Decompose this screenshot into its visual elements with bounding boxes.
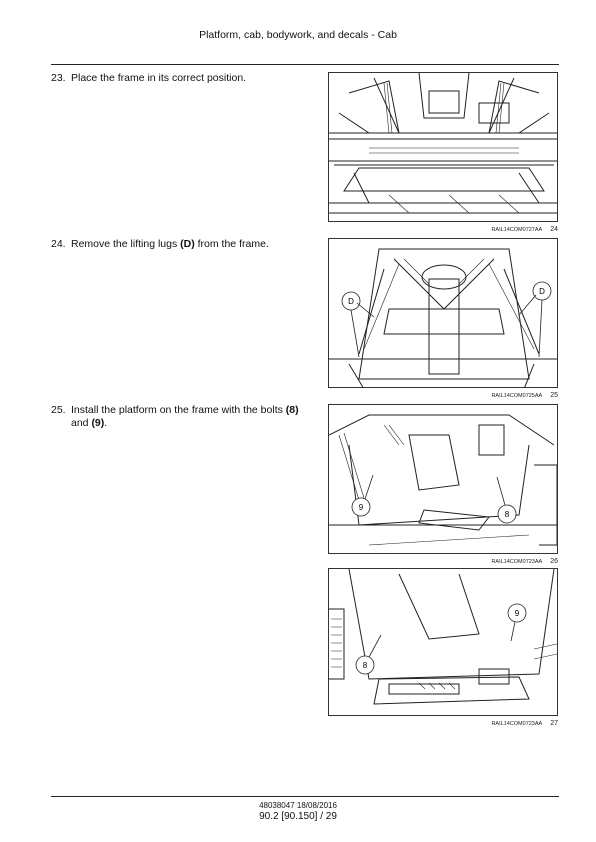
figure-24-caption: RAIL14COM0727AA 24 [328,226,558,233]
step-text-bold: (D) [180,238,195,250]
figure-code: RAIL14COM0723AA [491,721,543,727]
callout-d-right [518,281,552,358]
step-text-bold: (8) [285,404,299,416]
footer-rule [51,796,559,797]
step-number: 23. [51,72,66,84]
callout-label: 8 [505,510,510,519]
figure-25-caption: RAIL14COM0725AA 25 [328,392,558,399]
lifting-lugs-drawing: D D [329,248,557,387]
callout-label: D [539,287,545,296]
figure-25-illustration: D D [328,238,558,388]
figure-27-caption: RAIL14COM0723AA 27 [328,720,558,727]
figure-number: 27 [550,720,558,727]
figure-26-illustration: 9 8 [328,404,558,554]
callout-d-left [341,291,375,358]
frame-positioning-drawing [329,73,557,214]
callout-label: 9 [515,609,520,618]
step-text-part: and [71,417,92,429]
callout-9 [351,474,374,517]
step-text-part: Install the platform on the frame with t… [71,404,286,416]
platform-bolts-drawing-2: 9 8 [329,569,557,705]
callout-label: D [348,297,354,306]
step-text-part: Remove the lifting lugs [71,238,181,250]
footer-doc-ref: 48038047 18/08/2016 [259,801,337,810]
step-text-bold: (9) [91,417,105,429]
callout-label: 9 [359,503,364,512]
page-header: Platform, cab, bodywork, and decals - Ca… [199,29,397,41]
callout-8 [355,634,382,675]
figure-code: RAIL14COM0727AA [491,227,543,233]
figure-number: 24 [550,226,558,233]
figure-code: RAIL14COM0725AA [491,393,543,399]
figure-number: 25 [550,392,558,399]
step-text: Install the platform on the frame with t… [71,404,311,430]
callout-8 [496,476,517,524]
figure-27-illustration: 9 8 [328,568,558,716]
figure-number: 26 [550,558,558,565]
step-number: 25. [51,404,66,416]
step-text-part: from the frame. [194,238,269,250]
step-25: 25. Install the platform on the frame wit… [51,404,319,430]
header-rule [51,64,559,65]
figure-26-caption: RAIL14COM0723AA 26 [328,558,558,565]
platform-bolts-drawing-1: 9 8 [329,414,557,546]
figure-code: RAIL14COM0723AA [491,559,543,565]
footer-page-number: 90.2 [90.150] / 29 [259,811,337,822]
step-number: 24. [51,238,66,250]
callout-9 [507,603,527,642]
figure-24-illustration [328,72,558,222]
step-text-part: . [104,417,108,429]
step-text: Remove the lifting lugs (D) from the fra… [71,238,311,251]
step-text: Place the frame in its correct position. [71,72,247,84]
step-24: 24. Remove the lifting lugs (D) from the … [51,238,319,251]
step-23: 23. Place the frame in its correct positi… [51,72,319,85]
callout-label: 8 [363,661,368,670]
